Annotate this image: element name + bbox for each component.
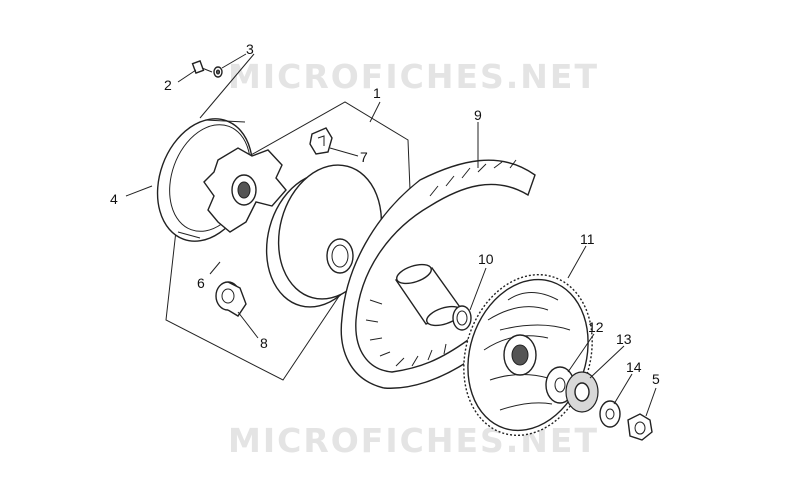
part-10-washer — [452, 305, 472, 331]
part-5-nut — [627, 413, 653, 441]
callout-2: 2 — [164, 77, 172, 93]
callout-13: 13 — [616, 331, 632, 347]
part-2-bolt — [191, 60, 213, 74]
callout-10: 10 — [478, 251, 494, 267]
callout-7: 7 — [360, 149, 368, 165]
part-9-drive-belt — [340, 159, 536, 389]
callout-5: 5 — [652, 371, 660, 387]
part-7-slider — [309, 127, 333, 155]
part-6-roller-holder — [203, 147, 287, 233]
callout-1: 1 — [373, 85, 381, 101]
callout-8: 8 — [260, 335, 268, 351]
watermark-top: MICROFICHES.NET — [228, 57, 599, 96]
part-8-roller — [215, 281, 247, 317]
part-13-ring — [565, 371, 599, 413]
part-14-washer — [599, 400, 621, 428]
callout-14: 14 — [626, 359, 642, 375]
callout-12: 12 — [588, 319, 604, 335]
part-3-washer — [213, 66, 223, 78]
callout-3: 3 — [246, 41, 254, 57]
callout-4: 4 — [110, 191, 118, 207]
callout-11: 11 — [580, 231, 595, 247]
callout-9: 9 — [474, 107, 482, 123]
leader-lines — [125, 53, 657, 417]
callout-6: 6 — [197, 275, 205, 291]
part-10-bushing — [394, 263, 464, 327]
